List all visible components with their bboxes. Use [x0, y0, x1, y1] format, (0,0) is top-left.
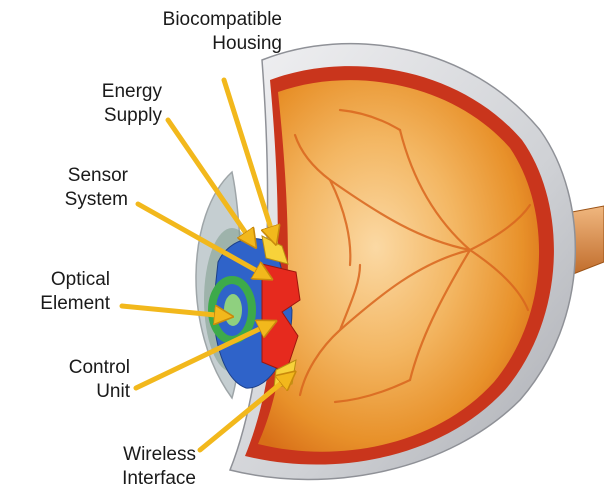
label-text: Element [40, 292, 110, 316]
label-biocompatible-housing: Biocompatible Housing [163, 8, 282, 56]
label-text: Sensor [65, 164, 128, 188]
implant-green-core [224, 294, 242, 326]
label-energy-supply: Energy Supply [102, 80, 162, 128]
label-sensor-system: Sensor System [65, 164, 128, 212]
label-text: Optical [40, 268, 110, 292]
label-text: Unit [69, 380, 130, 404]
label-text: Interface [122, 467, 196, 491]
label-text: Housing [163, 32, 282, 56]
label-text: System [65, 188, 128, 212]
label-text: Wireless [122, 443, 196, 467]
label-text: Energy [102, 80, 162, 104]
label-control-unit: Control Unit [69, 356, 130, 404]
label-text: Supply [102, 104, 162, 128]
label-wireless-interface: Wireless Interface [122, 443, 196, 491]
label-text: Biocompatible [163, 8, 282, 32]
label-text: Control [69, 356, 130, 380]
label-optical-element: Optical Element [40, 268, 110, 316]
